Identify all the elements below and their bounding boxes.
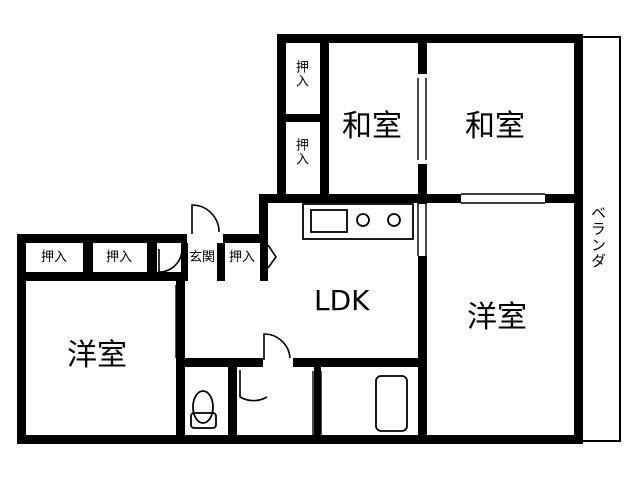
room-label-ldk: LDK bbox=[314, 284, 370, 317]
closet-label-left-1: 押入 bbox=[41, 250, 68, 265]
balcony-label: ベランダ bbox=[589, 205, 607, 269]
entrance-label: 玄関 bbox=[189, 250, 216, 265]
closet-label-left-2: 押入 bbox=[106, 250, 133, 265]
room-label-washitsu-right: 和室 bbox=[465, 109, 525, 144]
closet-label-mid: 押入 bbox=[293, 138, 308, 166]
room-label-youshitsu-left: 洋室 bbox=[67, 338, 127, 373]
toilet bbox=[190, 390, 217, 429]
walls bbox=[17, 34, 583, 444]
room-label-washitsu-left: 和室 bbox=[342, 109, 402, 144]
room-label-youshitsu-right: 洋室 bbox=[467, 300, 527, 335]
sliding-doors bbox=[175, 78, 545, 435]
door-swings bbox=[158, 204, 291, 402]
kitchen-counter bbox=[302, 203, 414, 240]
closet-label-entry: 押入 bbox=[229, 250, 256, 265]
closet-label-top: 押入 bbox=[293, 60, 308, 88]
bathtub bbox=[375, 375, 408, 432]
